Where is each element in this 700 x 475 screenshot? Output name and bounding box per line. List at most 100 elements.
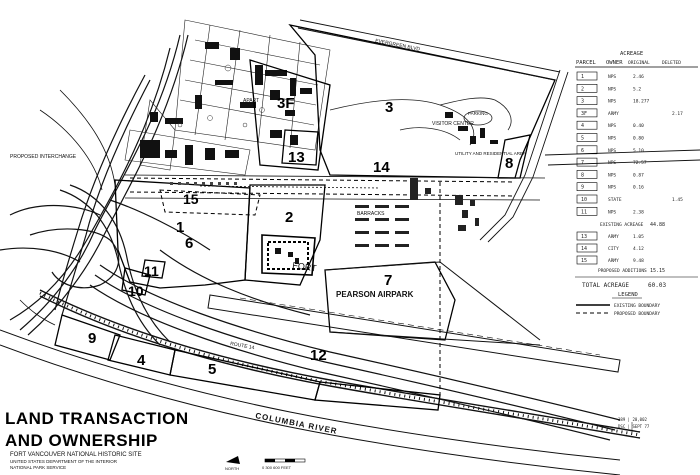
- proposed-row-box: [576, 231, 598, 241]
- parcel-label-13: 13: [288, 149, 305, 166]
- table-row-box: [576, 84, 598, 93]
- table-row-box: [576, 207, 598, 216]
- table-row-box: [576, 170, 598, 179]
- park-paths: [329, 97, 512, 146]
- table-cell-deleted: 1.45: [672, 197, 683, 203]
- table-cell-deleted: 2.17: [672, 111, 683, 117]
- total-acreage-label: TOTAL ACREAGE: [582, 282, 629, 289]
- parcel-label-7: 7: [384, 272, 392, 289]
- label-proposed-interchange: PROPOSED INTERCHANGE: [10, 154, 77, 160]
- table-header-parcel: PARCEL: [576, 60, 597, 66]
- label-barracks: BARRACKS: [357, 211, 385, 217]
- proposed-cell-owner: ARMY: [608, 234, 619, 240]
- table-row-box: [576, 145, 598, 155]
- existing-acreage-value: 44.88: [650, 222, 665, 228]
- title-subtitle1: FORT VANCOUVER NATIONAL HISTORIC SITE: [10, 452, 142, 458]
- table-cell-parcel: 8: [581, 172, 584, 178]
- table-cell-parcel: 7: [581, 160, 584, 166]
- table-row-box: [576, 71, 598, 81]
- drawing-info-line2: DSC | SEPT 77: [618, 424, 650, 429]
- proposed-cell-parcel: 14: [581, 246, 587, 252]
- table-cell-original: 2.38: [633, 209, 644, 215]
- airpark-runway: [207, 261, 621, 373]
- columbia-river: [0, 329, 621, 475]
- table-cell-parcel: 5: [581, 136, 584, 142]
- table-row-box: [576, 157, 598, 167]
- label-apart: APART: [243, 98, 259, 104]
- parcel-label-3: 3: [385, 99, 393, 116]
- title-line2: AND OWNERSHIP: [5, 431, 158, 450]
- table-cell-original: 2.46: [633, 74, 644, 80]
- label-fort: FORT: [292, 260, 318, 273]
- table-cell-owner: NPS: [608, 123, 616, 129]
- table-row-box: [576, 133, 598, 142]
- table-cell-original: 0.80: [633, 136, 644, 142]
- label-route-14: ROUTE 14: [230, 341, 255, 351]
- parcel-label-6: 6: [185, 235, 193, 252]
- title-line1: LAND TRANSACTION: [5, 409, 189, 428]
- table-header-original: ORIGINAL: [628, 60, 650, 66]
- table-cell-owner: NPS: [608, 209, 616, 215]
- table-cell-parcel: 9: [581, 185, 584, 191]
- parcel-label-15: 15: [183, 191, 199, 207]
- table-cell-original: 0.87: [633, 172, 644, 178]
- north-label: NORTH: [225, 466, 239, 471]
- buildings: [140, 42, 312, 165]
- parcel-label-12: 12: [310, 347, 327, 364]
- fort-stockade: [267, 241, 309, 270]
- table-row-box: [576, 108, 598, 118]
- parcel-label-2: 2: [285, 209, 293, 226]
- proposed-row-box: [576, 255, 598, 265]
- table-header-deleted: DELETED: [662, 60, 681, 66]
- eastern-road: [479, 69, 700, 243]
- legend: LEGEND EXISTING BOUNDARY PROPOSED BOUNDA…: [576, 292, 660, 317]
- proposed-row-box: [576, 243, 598, 253]
- visitor-center-buildings: [445, 112, 498, 144]
- evergreen-blvd: [297, 19, 561, 81]
- table-cell-parcel: 3: [581, 99, 584, 105]
- proposed-cell-original: 9.48: [633, 258, 644, 264]
- total-acreage-value: 60.03: [648, 282, 666, 289]
- label-utility-area: UTILITY AND RESIDENTIAL AREA: [455, 151, 526, 156]
- proposed-additions-value: 15.15: [650, 268, 665, 274]
- drawing-info-line1: 389 | 20,002: [618, 417, 647, 422]
- table-cell-owner: NPS: [608, 74, 616, 80]
- parcel-label-5: 5: [208, 361, 216, 378]
- table-cell-owner: NPS: [608, 99, 616, 105]
- title-subtitle3: NATIONAL PARK SERVICE: [10, 465, 66, 470]
- north-arrow-icon: NORTH: [225, 456, 240, 471]
- drawing-info: 389 | 20,002 DSC | SEPT 77: [618, 417, 650, 432]
- legend-title: LEGEND: [618, 292, 638, 298]
- table-row-box: [576, 182, 598, 191]
- parcel-label-8: 8: [505, 155, 513, 172]
- proposed-cell-parcel: 13: [581, 234, 587, 240]
- parcel-label-14: 14: [373, 159, 390, 176]
- parcel-label-4: 4: [137, 352, 146, 369]
- scale-label: 0 300 600 FEET: [262, 465, 292, 470]
- table-cell-owner: NPS: [608, 148, 616, 154]
- existing-acreage-label: EXISTING ACREAGE: [600, 222, 644, 228]
- parcel-label-10: 10: [128, 283, 144, 299]
- table-cell-parcel: 2: [581, 86, 584, 92]
- proposed-cell-owner: ARMY: [608, 258, 619, 264]
- legend-proposed: PROPOSED BOUNDARY: [614, 311, 660, 317]
- proposed-boundaries: [129, 177, 516, 395]
- table-row-box: [576, 194, 598, 204]
- title-block: LAND TRANSACTION AND OWNERSHIP FORT VANC…: [5, 409, 189, 470]
- label-parking: PARKING: [468, 111, 488, 116]
- parcel-label-1: 1: [176, 219, 184, 236]
- railroad: [39, 289, 641, 439]
- table-cell-original: 0.40: [633, 123, 644, 129]
- parcel-label-3f: 3F: [277, 95, 295, 112]
- proposed-cell-original: 1.05: [633, 234, 644, 240]
- table-cell-owner: NPS: [608, 172, 616, 178]
- table-row-box: [576, 120, 598, 130]
- label-airpark: PEARSON AIRPARK: [336, 290, 414, 299]
- barracks-grid: [355, 178, 479, 247]
- table-cell-parcel: 10: [581, 197, 587, 203]
- table-cell-parcel: 1: [581, 74, 584, 80]
- table-header-owner: OWNER: [606, 60, 623, 66]
- table-cell-owner: NPS: [608, 86, 616, 92]
